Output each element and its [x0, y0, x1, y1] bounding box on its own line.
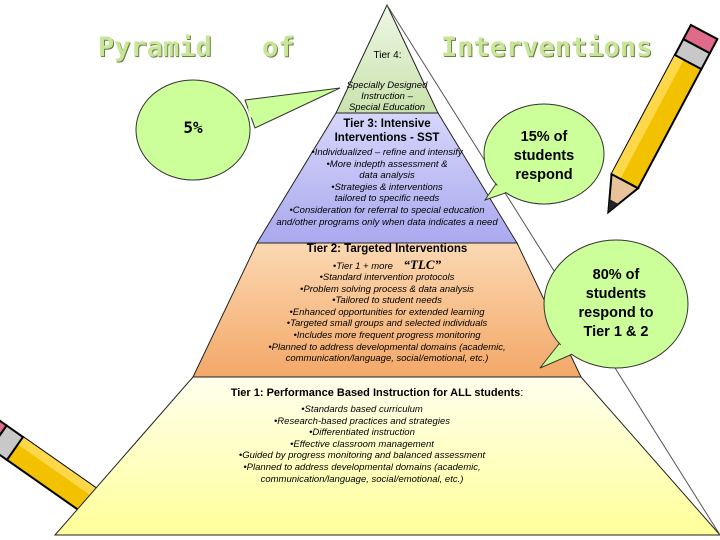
tier-2-bullet: •Includes more frequent progress monitor…	[293, 329, 481, 341]
callout-line: Tier 1 & 2	[583, 324, 649, 340]
tier-3-bullet: data analysis	[359, 170, 415, 182]
callout-line: respond to	[578, 305, 654, 321]
tier-3-bullet: •More indepth assessment &	[326, 158, 448, 170]
tier-4-band	[335, 3, 439, 114]
pencil-right-icon	[607, 23, 719, 215]
tier-2-bullet: •Standard intervention protocols	[319, 272, 455, 283]
callout-line: 15% of	[520, 129, 568, 145]
tier-3-bullet: •Strategies & interventions	[331, 181, 443, 193]
tier-3-heading-line: Interventions - SST	[334, 132, 440, 144]
tier-1-heading: Tier 1: Performance Based Instruction fo…	[157, 387, 597, 399]
eighty-percent-text: 80% of students respond to Tier 1 & 2	[556, 266, 676, 342]
tier-1-bullet: •Guided by progress monitoring and balan…	[238, 450, 486, 462]
tier-2-bullet: communication/language, social/emotional…	[285, 353, 489, 365]
tier-1-heading-text: Tier 1: Performance Based Instruction fo…	[230, 387, 521, 399]
tier-2-bullet: •Enhanced opportunities for extended lea…	[289, 306, 485, 318]
tlc-label: “TLC”	[403, 257, 442, 272]
callout-line: students	[513, 148, 575, 164]
tier-4-text: Specially Designed Instruction – Special…	[327, 80, 447, 113]
tier-1-bullet: •Differentiated instruction	[309, 427, 415, 439]
tier-2-bullets: •Standard intervention protocols •Proble…	[212, 272, 562, 365]
tier-3-bullets: •Individualized – refine and intensify •…	[236, 147, 538, 228]
tier-4-label: Tier 4:	[373, 50, 402, 61]
callout-line: 80% of	[592, 267, 640, 283]
tier-1-bullet: •Research-based practices and strategies	[273, 415, 450, 427]
tier-3-bullet: and/other programs only when data indica…	[276, 216, 498, 228]
tier-3-bullet: tailored to specific needs	[334, 193, 440, 205]
tier-2-first-bullet: •Tier 1 + more “TLC”	[257, 257, 517, 273]
tier-2-bullet: •Tailored to student needs	[332, 295, 442, 307]
tier-2-heading: Tier 2: Targeted Interventions	[306, 243, 468, 255]
title-interventions: Interventions	[441, 32, 653, 63]
tier-2-bullet: •Tier 1 + more	[332, 261, 393, 272]
tier-2-bullet: •Planned to address developmental domain…	[268, 341, 506, 353]
tier-1-heading-suffix: :	[520, 387, 524, 399]
tier-1-bullet: •Effective classroom management	[290, 438, 434, 450]
tier-1-bullets: •Standards based curriculum •Research-ba…	[187, 404, 537, 485]
callout-line: respond	[515, 167, 573, 183]
fifteen-percent-text: 15% of students respond	[494, 128, 594, 185]
fifteen-percent-callout	[483, 103, 605, 205]
tier-4-line: Special Education	[348, 102, 426, 113]
tier-1-bullet: communication/language, social/emotional…	[260, 473, 464, 485]
tier-4-line: Specially Designed	[346, 80, 428, 91]
tier-1-bullet: •Planned to address developmental domain…	[243, 461, 481, 473]
five-percent-text: 5%	[183, 118, 203, 137]
tier-2-bullet: •Targeted small groups and selected indi…	[286, 318, 488, 330]
tier-1-bullet: •Standards based curriculum	[301, 404, 423, 415]
title-pyramid: Pyramid	[98, 32, 212, 63]
tier-3-bullet: •Consideration for referral to special e…	[289, 204, 485, 216]
five-percent-callout	[135, 79, 341, 181]
tier-3-heading: Tier 3: Intensive Interventions - SST	[300, 117, 474, 145]
tier-3-heading-line: Tier 3: Intensive	[343, 118, 431, 130]
tier-3-bullet: •Individualized – refine and intensify	[311, 147, 463, 158]
tier-2-bullet: •Problem solving process & data analysis	[300, 283, 474, 295]
callout-line: students	[585, 286, 647, 302]
eighty-percent-callout	[539, 239, 689, 369]
title-of: of	[262, 32, 295, 63]
tier-4-line: Instruction –	[361, 91, 413, 102]
